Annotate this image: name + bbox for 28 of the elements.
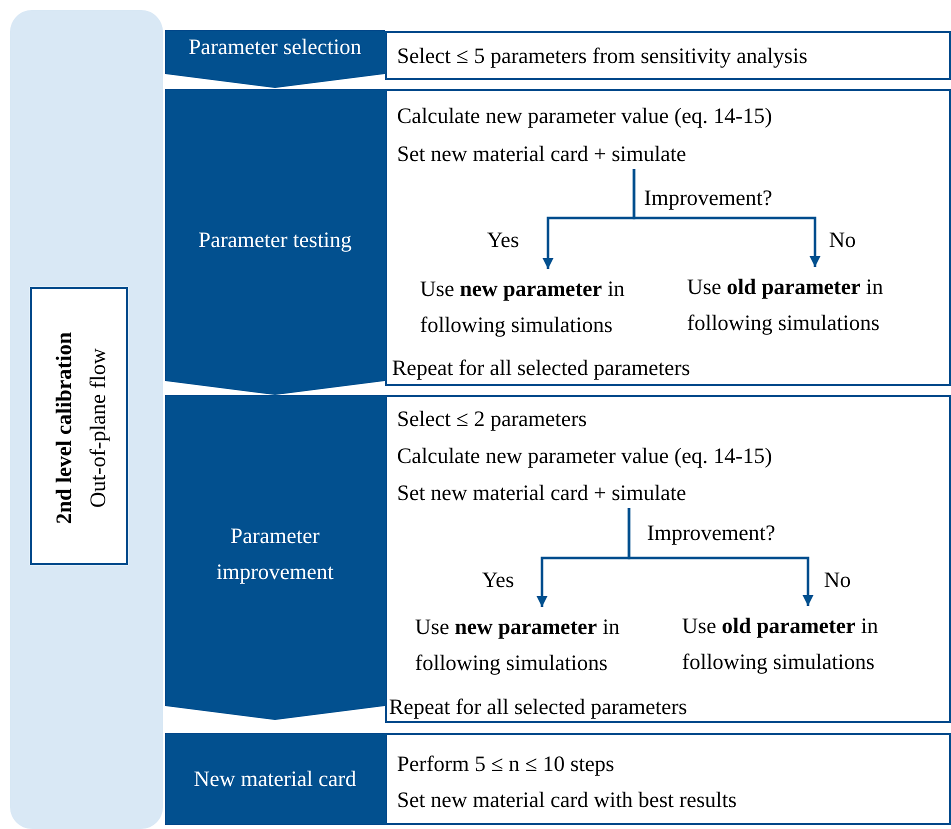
step-box — [385, 395, 951, 723]
step-text: Calculate new parameter value (eq. 14-15) — [397, 443, 772, 469]
step-text: Set new material card + simulate — [397, 480, 686, 506]
step-text: Set new material card with best results — [397, 787, 737, 813]
step-title: Parameter testing — [197, 227, 353, 253]
step-box — [385, 31, 951, 80]
step-text: Perform 5 ≤ n ≤ 10 steps — [397, 751, 614, 777]
step-text: Use old parameter in following simulations — [687, 273, 884, 337]
background-panel — [10, 10, 163, 829]
arrow — [628, 508, 814, 606]
step-text: Calculate new parameter value (eq. 14-15) — [397, 103, 772, 129]
step-text: Select ≤ 5 parameters from sensitivity analysis — [397, 43, 808, 69]
step-text: Use old parameter in following simulations — [682, 612, 880, 676]
step-text: Select ≤ 2 parameters — [397, 406, 587, 432]
step-text: Repeat for all selected parameters — [392, 355, 690, 381]
heading-text: 2nd level calibration — [50, 332, 77, 524]
step-box — [385, 89, 951, 386]
heading-text: Out-of-plane flow — [84, 348, 111, 508]
step-text: Use new parameter in following simulations — [415, 613, 621, 677]
step-text: Set new material card + simulate — [397, 141, 686, 167]
step-title: New material card — [192, 766, 358, 792]
step-title: Parameter improvement — [215, 522, 335, 586]
step-box — [385, 733, 951, 825]
label-box — [30, 287, 128, 565]
step-title: Parameter selection — [188, 34, 362, 60]
step-text: Repeat for all selected parameters — [389, 694, 688, 720]
step-text: Use new parameter in following simulations — [420, 275, 626, 339]
arrow — [632, 169, 821, 267]
